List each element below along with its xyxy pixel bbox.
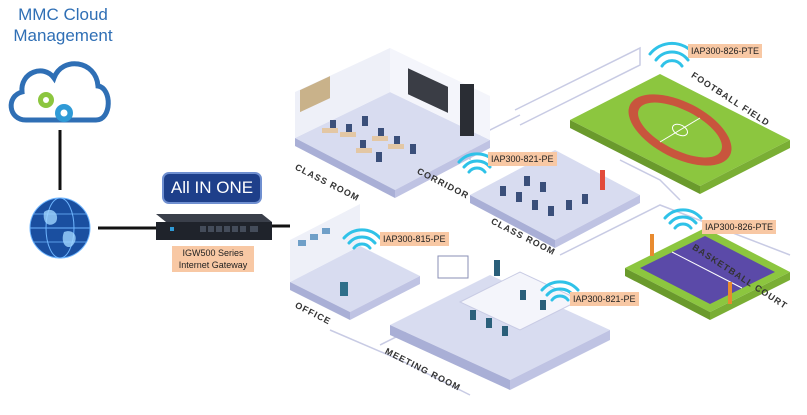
all-in-one-badge: All IN ONE <box>162 172 262 204</box>
meeting-room <box>390 255 610 390</box>
basketball-court <box>625 228 790 320</box>
classroom-2 <box>470 150 640 248</box>
cloud-title-line1: MMC Cloud <box>18 5 108 24</box>
gateway-label-line2: Internet Gateway <box>178 260 248 270</box>
classroom-1 <box>295 48 490 198</box>
cloud-icon <box>8 61 111 123</box>
ap-tag-corridor: IAP300-821-PE <box>488 152 557 166</box>
ap-tag-football: IAP300-826-PTE <box>688 44 763 58</box>
ap-tag-meeting: IAP300-821-PE <box>570 292 639 306</box>
cloud-title: MMC Cloud Management <box>8 4 118 46</box>
ap-tag-basketball: IAP300-826-PTE <box>702 220 777 234</box>
internet-globe-icon <box>29 197 91 259</box>
network-links <box>58 130 290 230</box>
office <box>290 204 420 320</box>
cloud-title-line2: Management <box>13 26 113 45</box>
gateway-label-line1: IGW500 Series <box>182 248 244 258</box>
gateway-label: IGW500 Series Internet Gateway <box>172 246 254 272</box>
football-field <box>570 74 790 194</box>
gateway-device <box>156 214 272 240</box>
ap-tag-office: IAP300-815-PE <box>380 232 449 246</box>
